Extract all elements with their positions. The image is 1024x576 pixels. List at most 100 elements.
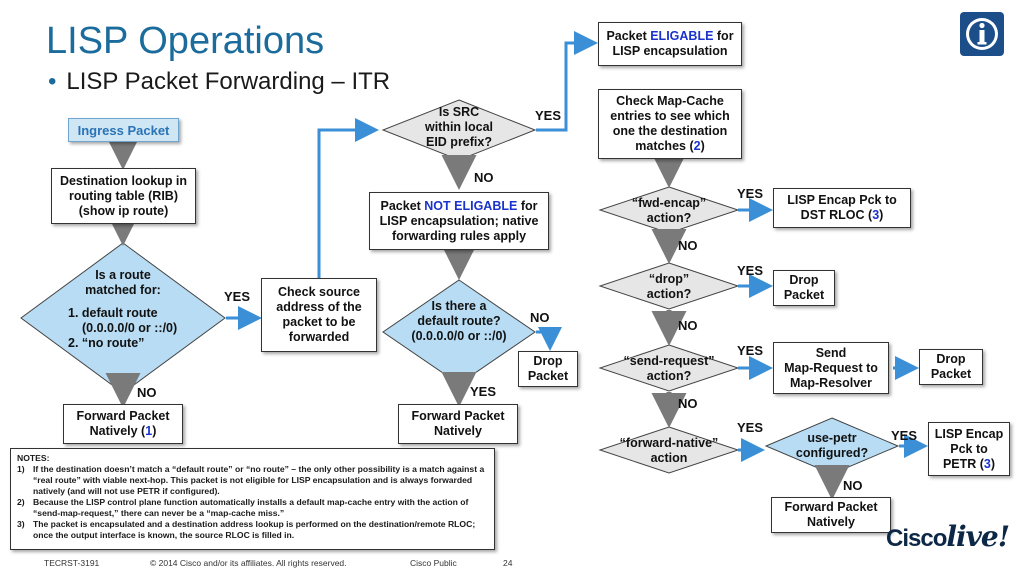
label-yes-fwd-encap: YES	[737, 186, 764, 201]
not-eligible-line2: LISP encapsulation; native	[379, 213, 539, 228]
label-yes-petr: YES	[891, 428, 918, 443]
label-no-fwd-encap: NO	[678, 238, 698, 253]
src-within-line1: Is SRC	[438, 105, 480, 119]
label-yes-send: YES	[737, 343, 764, 358]
label-no-drop: NO	[678, 318, 698, 333]
note-text: Because the LISP control plane function …	[33, 497, 469, 518]
forward-natively-box-2: Forward Packet Natively	[398, 404, 518, 444]
ingress-packet-box: Ingress Packet	[68, 118, 179, 142]
note-item-3: 3) The packet is encapsulated and a desti…	[17, 519, 488, 541]
destination-lookup-box: Destination lookup in routing table (RIB…	[51, 168, 196, 224]
src-within-line2: within local	[424, 120, 494, 134]
drop-2-line2: Packet	[783, 288, 825, 302]
forward-natively-1-prefix: Natively (	[89, 424, 146, 438]
lisp-encap-rloc-box: LISP Encap Pck to DST RLOC (3)	[773, 188, 911, 228]
lisp-encap-petr-box: LISP Encap Pck to PETR (3)	[928, 422, 1010, 476]
page-title: LISP Operations	[46, 20, 325, 62]
lisp-encap-petr-suffix: )	[990, 456, 996, 471]
drop-1-line1: Drop	[533, 354, 563, 368]
not-eligible-line3: forwarding rules apply	[391, 228, 527, 243]
drop-3-line1: Drop	[936, 352, 966, 366]
src-within-question: Is SRC within local EID prefix?	[409, 105, 509, 150]
forward-native-line1: “forward-native”	[619, 436, 719, 450]
note-item-1: 1)If the destination doesn’t match a “de…	[17, 464, 488, 497]
lisp-encap-rloc-line1: LISP Encap Pck to	[787, 193, 897, 207]
route-match-option1: 1. default route	[68, 306, 158, 320]
default-route-line1: Is there a	[431, 299, 487, 313]
check-map-cache-line2: entries to see which	[610, 109, 730, 123]
check-map-cache-line1: Check Map-Cache	[616, 94, 724, 108]
label-yes-default: YES	[470, 384, 497, 399]
label-no-route: NO	[137, 385, 157, 400]
note-ref-3b: 3	[983, 456, 991, 471]
forward-natively-2-line2: Natively	[434, 424, 482, 438]
destination-lookup-line2: routing table (RIB)	[68, 188, 178, 203]
eligible-highlight: ELIGABLE	[650, 29, 714, 43]
drop-packet-box-2: Drop Packet	[773, 270, 835, 306]
label-yes-src: YES	[535, 108, 562, 123]
check-source-line4: forwarded	[288, 330, 350, 344]
footer-page-number: 24	[503, 558, 513, 568]
forward-natively-box-1: Forward Packet Natively (1)	[63, 404, 183, 444]
send-request-line2: action?	[646, 369, 692, 383]
cisco-live-logo: Ciscolive!	[886, 520, 1010, 553]
eligible-line1: Packet ELIGABLE for	[606, 29, 733, 44]
drop-question: “drop” action?	[619, 272, 719, 302]
send-map-request-line3: Map-Resolver	[790, 375, 872, 390]
label-no-src: NO	[474, 170, 494, 185]
note-number: 2)	[17, 497, 25, 507]
brand-name: Cisco	[886, 525, 947, 552]
default-route-question: Is there a default route? (0.0.0.0/0 or …	[399, 299, 519, 344]
eligible-box: Packet ELIGABLE for LISP encapsulation	[598, 22, 742, 66]
use-petr-question: use-petr configured?	[787, 431, 877, 461]
send-map-request-line1: Send	[815, 345, 847, 360]
drop-2-line1: Drop	[789, 273, 819, 287]
drop-1-line2: Packet	[527, 369, 569, 383]
check-map-cache-line3: one the destination	[612, 124, 728, 138]
note-text: The packet is encapsulated and a destina…	[33, 519, 476, 540]
check-map-cache-prefix: matches (	[635, 139, 694, 153]
subtitle-text: LISP Packet Forwarding – ITR	[66, 68, 391, 95]
label-no-petr: NO	[843, 478, 863, 493]
forward-natively-2-line1: Forward Packet	[411, 409, 505, 423]
send-map-request-box: Send Map-Request to Map-Resolver	[773, 342, 889, 394]
route-match-option2: 2. “no route”	[68, 336, 145, 350]
route-match-question: Is a route matched for:	[73, 268, 173, 298]
note-ref-1: 1	[145, 424, 153, 438]
destination-lookup-line3: (show ip route)	[78, 203, 169, 218]
note-number: 1)	[17, 464, 25, 474]
not-eligible-box: Packet NOT ELIGABLE for LISP encapsulati…	[369, 192, 549, 250]
forward-natively-1-line1: Forward Packet	[76, 409, 170, 423]
info-icon	[960, 12, 1004, 56]
use-petr-line2: configured?	[795, 446, 869, 460]
notes-heading: NOTES:	[17, 453, 50, 463]
drop-question-line2: action?	[646, 287, 692, 301]
label-no-send: NO	[678, 396, 698, 411]
drop-packet-box-1: Drop Packet	[518, 351, 578, 387]
route-match-option1-detail: (0.0.0.0/0 or ::/0)	[82, 321, 178, 335]
check-source-line1: Check source	[278, 285, 360, 299]
route-match-line2: matched for:	[85, 283, 161, 297]
check-source-line2: address of the	[276, 300, 362, 314]
default-route-line3: (0.0.0.0/0 or ::/0)	[411, 329, 507, 343]
check-map-cache-suffix: )	[700, 139, 705, 153]
lisp-encap-rloc-prefix: DST RLOC (	[800, 208, 873, 222]
not-eligible-highlight: NOT ELIGABLE	[424, 198, 518, 213]
note-item-2: 2) Because the LISP control plane functio…	[17, 497, 488, 519]
drop-packet-box-3: Drop Packet	[919, 349, 983, 385]
destination-lookup-line1: Destination lookup in	[59, 173, 188, 188]
drop-question-line1: “drop”	[648, 272, 690, 286]
forward-natively-1-suffix: )	[152, 424, 157, 438]
use-petr-line1: use-petr	[807, 431, 857, 445]
drop-3-line2: Packet	[930, 367, 972, 381]
label-yes-route: YES	[224, 289, 251, 304]
send-map-request-line2: Map-Request to	[784, 360, 878, 375]
diamond-send-request	[598, 344, 740, 392]
default-route-line2: default route?	[417, 314, 501, 328]
note-number: 3)	[17, 519, 25, 529]
forward-native-question: “forward-native” action	[614, 436, 724, 466]
eligible-line2: LISP encapsulation	[612, 44, 728, 58]
lisp-encap-petr-prefix: PETR (	[942, 456, 984, 471]
lisp-encap-petr-line2: Pck to	[950, 441, 988, 456]
diamond-forward-native	[598, 426, 740, 474]
